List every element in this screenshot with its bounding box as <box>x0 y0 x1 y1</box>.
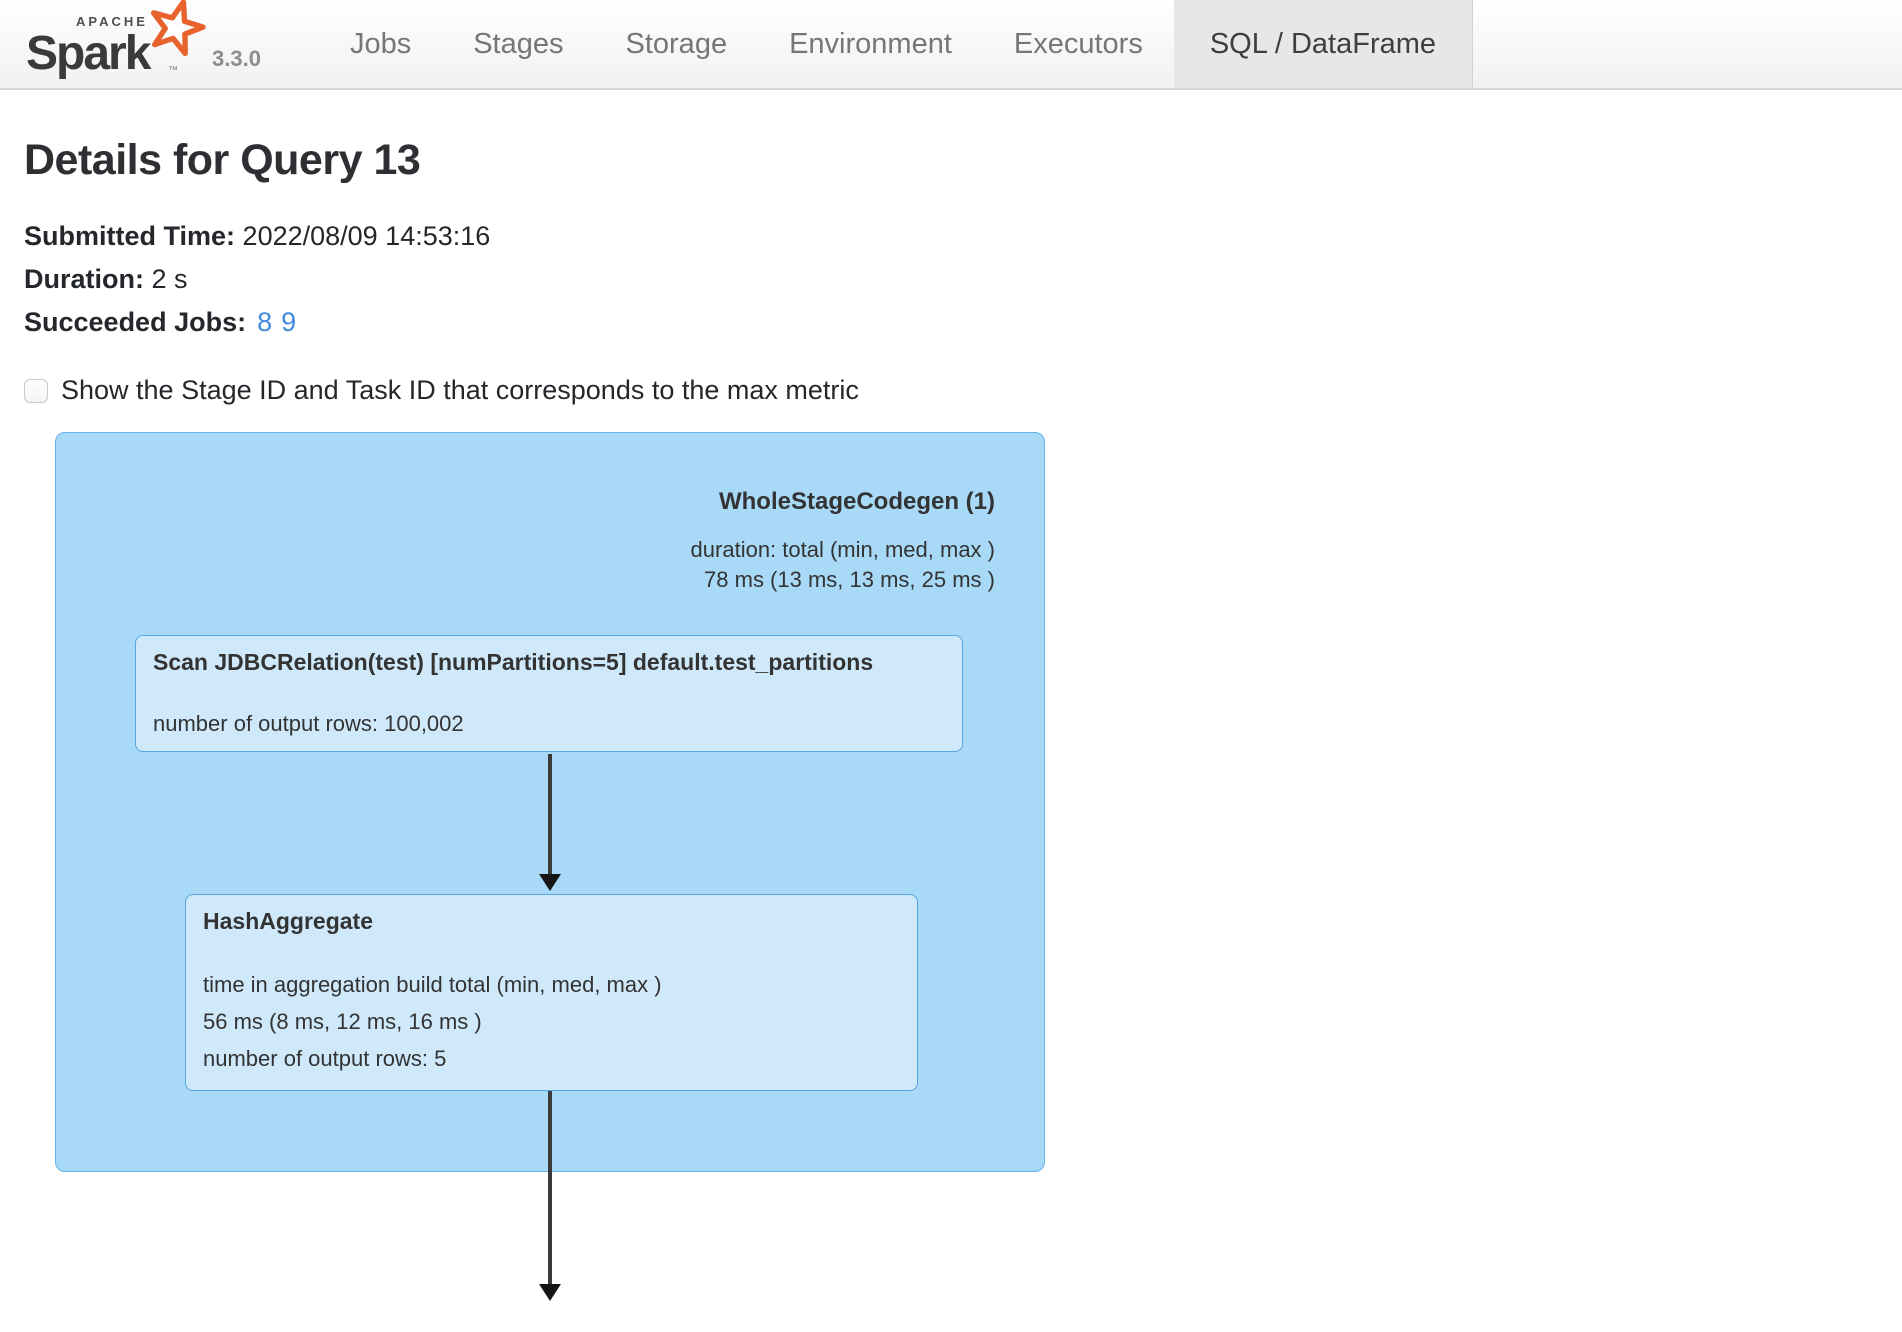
query-plan-visualization: WholeStageCodegen (1) duration: total (m… <box>55 432 1045 1301</box>
max-metric-checkbox-label: Show the Stage ID and Task ID that corre… <box>61 375 859 405</box>
submitted-time-value: 2022/08/09 14:53:16 <box>242 221 491 251</box>
trademark-symbol: ™ <box>168 65 178 76</box>
duration-label: Duration: <box>24 264 144 294</box>
cluster-title: WholeStageCodegen (1) <box>718 488 995 515</box>
max-metric-toggle-row: Show the Stage ID and Task ID that corre… <box>24 375 1878 406</box>
spark-star-icon <box>150 0 206 57</box>
node-metrics: time in aggregation build total (min, me… <box>203 966 900 1077</box>
tab-environment[interactable]: Environment <box>789 27 952 60</box>
spark-logo: APACHE Spark ™ <box>26 0 206 80</box>
cluster-metric-line: duration: total (min, med, max ) <box>690 537 995 562</box>
max-metric-checkbox[interactable] <box>24 378 48 403</box>
spark-brand: APACHE Spark ™ 3.3.0 <box>0 0 261 88</box>
apache-label: APACHE <box>76 14 148 29</box>
node-metric-line: time in aggregation build total (min, me… <box>203 972 662 997</box>
nav-tabs: Jobs Stages Storage Environment Executor… <box>319 0 1474 88</box>
cluster-metrics: duration: total (min, med, max ) 78 ms (… <box>691 535 995 595</box>
node-metric-line: 56 ms (8 ms, 12 ms, 16 ms ) <box>203 1009 482 1034</box>
duration-row: Duration: 2 s <box>24 258 1878 301</box>
page-title: Details for Query 13 <box>24 136 421 184</box>
tab-jobs[interactable]: Jobs <box>349 27 412 60</box>
tab-sql-dataframe[interactable]: SQL / DataFrame <box>1173 0 1474 88</box>
submitted-time-label: Submitted Time: <box>24 221 236 251</box>
duration-value: 2 s <box>151 264 188 294</box>
node-title: Scan JDBCRelation(test) [numPartitions=5… <box>153 649 874 675</box>
node-title: HashAggregate <box>203 908 373 934</box>
arrowhead-icon <box>539 874 561 891</box>
spark-wordmark: Spark <box>26 27 151 80</box>
spark-version: 3.3.0 <box>212 46 261 71</box>
node-metric-line: number of output rows: 100,002 <box>153 711 464 736</box>
submitted-time-row: Submitted Time: 2022/08/09 14:53:16 <box>24 215 1878 258</box>
node-metrics: number of output rows: 100,002 <box>153 710 945 738</box>
query-metadata: Submitted Time: 2022/08/09 14:53:16 Dura… <box>24 215 1878 344</box>
edge-hashaggregate-down <box>548 1091 552 1285</box>
cluster-metric-line: 78 ms (13 ms, 13 ms, 25 ms ) <box>704 567 995 592</box>
node-metric-line: number of output rows: 5 <box>203 1046 447 1071</box>
tab-executors[interactable]: Executors <box>1013 27 1143 60</box>
plan-node-hashaggregate: HashAggregate time in aggregation build … <box>185 894 918 1091</box>
job-link-8[interactable]: 8 <box>257 307 273 337</box>
main-content: Details for Query 13 Submitted Time: 202… <box>0 136 1902 1301</box>
plan-node-scan-jdbcrelation: Scan JDBCRelation(test) [numPartitions=5… <box>135 635 963 752</box>
edge-scan-to-hashaggregate <box>548 754 552 875</box>
arrowhead-icon <box>539 1284 561 1301</box>
job-link-9[interactable]: 9 <box>281 307 297 337</box>
tab-storage[interactable]: Storage <box>625 27 728 60</box>
tab-stages[interactable]: Stages <box>473 27 564 60</box>
top-navbar: APACHE Spark ™ 3.3.0 Jobs Stages Storage… <box>0 0 1902 90</box>
succeeded-jobs-label: Succeeded Jobs: <box>24 307 247 337</box>
